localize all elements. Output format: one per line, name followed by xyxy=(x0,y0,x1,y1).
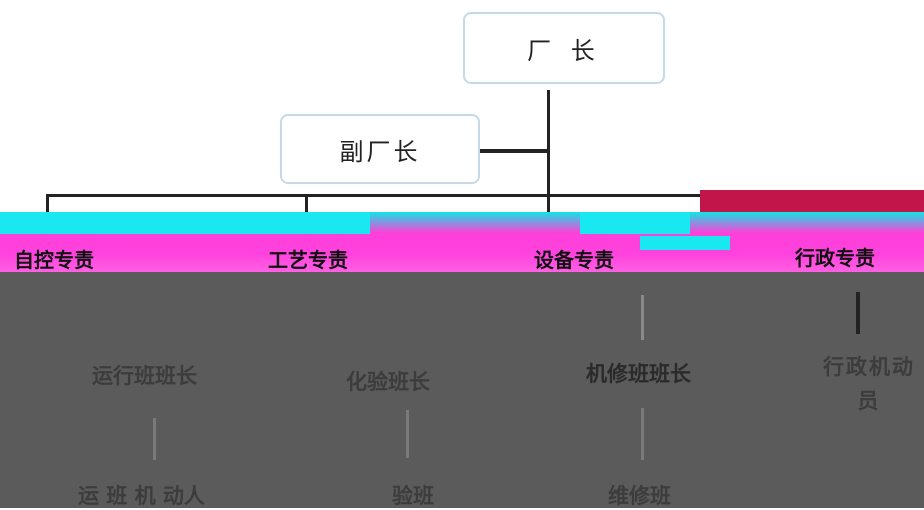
team-unit-label: 验班 xyxy=(392,484,434,508)
team-unit-label: 维修班 xyxy=(608,484,671,508)
drop-line-2 xyxy=(305,194,308,214)
lab-link-line xyxy=(406,410,409,458)
deputy-connector-line xyxy=(480,149,548,153)
band-dark-strip xyxy=(700,190,924,214)
lower-panel xyxy=(0,272,924,508)
team-leader-label: 机修班班长 xyxy=(586,362,691,386)
department-label: 行政专责 xyxy=(795,246,875,270)
director-box: 厂 长 xyxy=(463,12,665,84)
branch-line xyxy=(46,194,706,197)
band-cyan-strip-1 xyxy=(0,212,370,234)
department-label: 自控专责 xyxy=(14,248,94,272)
deputy-director-box: 副厂长 xyxy=(280,114,480,184)
department-label: 设备专责 xyxy=(534,248,614,272)
director-title: 厂 长 xyxy=(527,36,601,65)
department-label: 工艺专责 xyxy=(268,248,348,272)
admin-drop-line xyxy=(856,292,860,334)
maintenance-link-line xyxy=(641,408,644,460)
team-leader-label: 化验班长 xyxy=(346,370,430,394)
band-cyan-strip-3 xyxy=(640,236,730,250)
equipment-drop-line xyxy=(641,295,644,340)
team-unit-label: 运 班 机 动人 xyxy=(78,484,205,508)
team-leader-label: 行政机动员 xyxy=(823,355,915,413)
drop-line-1 xyxy=(46,194,49,214)
operations-link-line xyxy=(153,418,156,460)
band-cyan-strip-2 xyxy=(580,212,690,234)
team-leader-label: 运行班班长 xyxy=(92,364,197,388)
deputy-director-title: 副厂长 xyxy=(339,137,421,166)
trunk-line xyxy=(547,90,550,212)
